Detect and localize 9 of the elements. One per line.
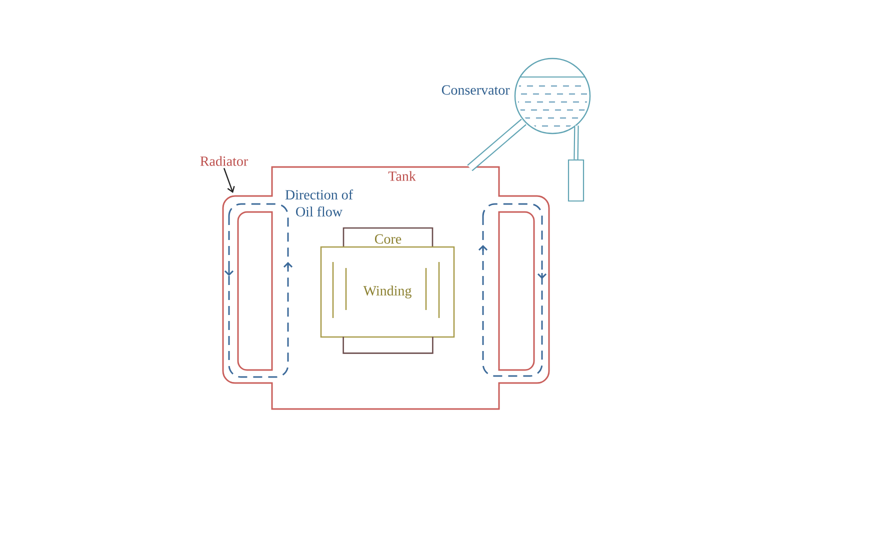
core-box <box>342 336 434 354</box>
flow-label: Direction of Oil flow <box>285 190 354 216</box>
leader-arrow <box>223 168 235 193</box>
tube <box>574 126 579 160</box>
vessel-label: Conservator <box>442 85 510 95</box>
winding-box: Winding <box>320 246 455 338</box>
pipe <box>467 118 526 172</box>
narrow-box <box>568 159 584 202</box>
radiator-label: Radiator <box>200 156 248 166</box>
